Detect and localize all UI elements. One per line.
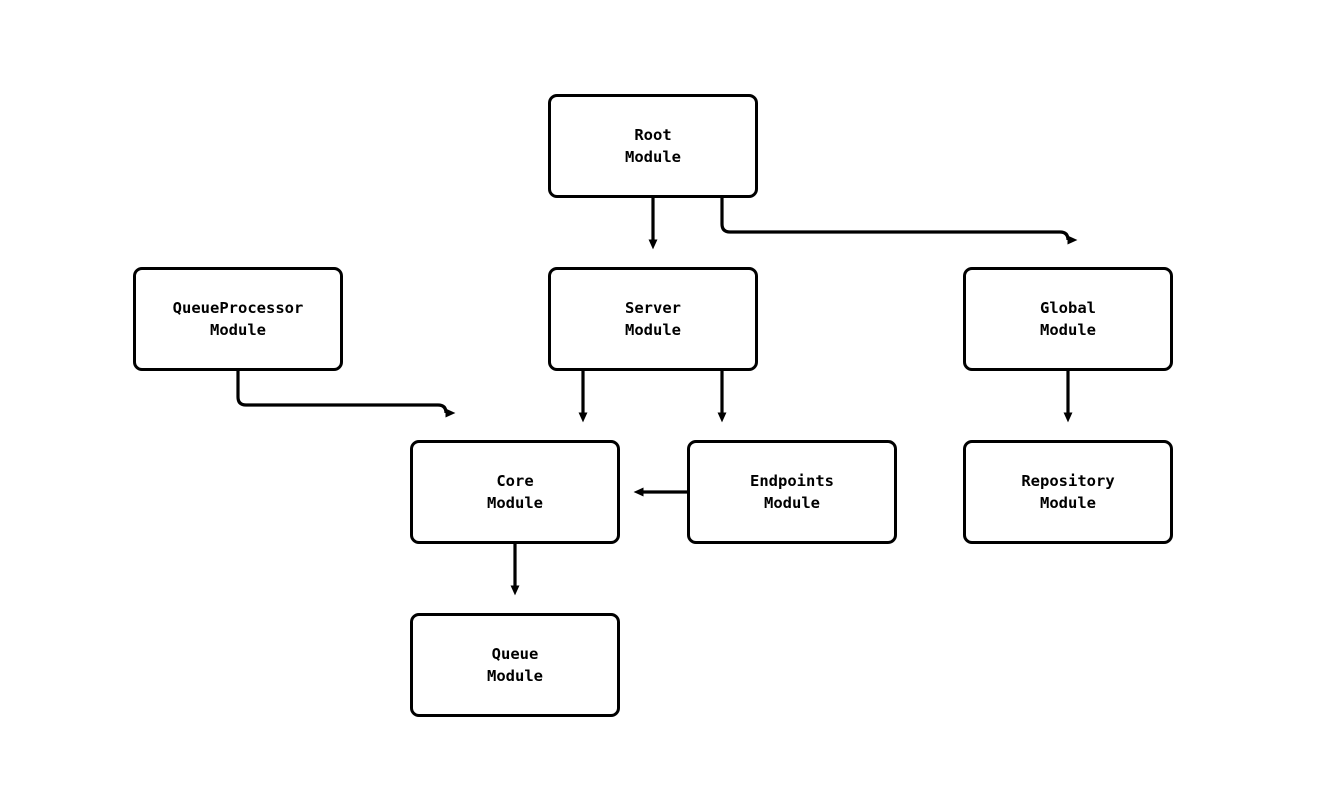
node-queueprocessor[interactable]: QueueProcessor Module — [133, 267, 343, 371]
node-repository-title: Repository — [1021, 472, 1115, 490]
node-root-subtitle: Module — [625, 148, 681, 166]
node-repository-subtitle: Module — [1040, 494, 1096, 512]
node-queueprocessor-title: QueueProcessor — [172, 299, 304, 317]
node-server[interactable]: Server Module — [548, 267, 758, 371]
edge-root-global — [720, 198, 1073, 250]
node-queue[interactable]: Queue Module — [410, 613, 620, 717]
node-queueprocessor-subtitle: Module — [210, 321, 266, 339]
node-global-subtitle: Module — [1040, 321, 1096, 339]
edge-queueprocessor-core — [236, 371, 451, 423]
node-endpoints[interactable]: Endpoints Module — [687, 440, 897, 544]
node-endpoints-subtitle: Module — [764, 494, 820, 512]
node-core[interactable]: Core Module — [410, 440, 620, 544]
node-endpoints-title: Endpoints — [750, 472, 834, 490]
node-global[interactable]: Global Module — [963, 267, 1173, 371]
node-server-subtitle: Module — [625, 321, 681, 339]
node-core-subtitle: Module — [487, 494, 543, 512]
node-queue-subtitle: Module — [487, 667, 543, 685]
node-core-title: Core — [496, 472, 534, 490]
node-root-title: Root — [634, 126, 672, 144]
node-server-title: Server — [625, 299, 681, 317]
node-global-title: Global — [1040, 299, 1096, 317]
node-queue-title: Queue — [491, 645, 539, 663]
node-repository[interactable]: Repository Module — [963, 440, 1173, 544]
node-root[interactable]: Root Module — [548, 94, 758, 198]
